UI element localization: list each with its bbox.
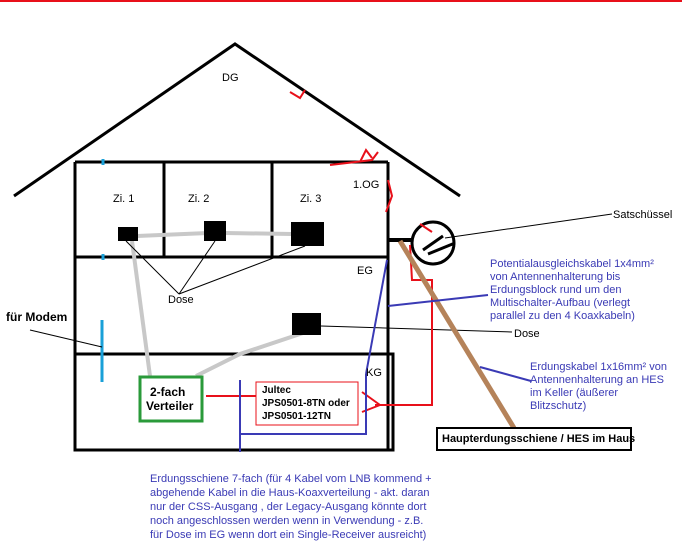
floor-label-og: 1.OG (353, 179, 380, 191)
room-label-zi3: Zi. 3 (300, 193, 322, 205)
jultec-box (255, 381, 359, 426)
room-label-zi2: Zi. 2 (188, 193, 210, 205)
dose-pointer-lines (125, 240, 513, 333)
potential-note-4: Multischalter-Aufbau (verlegt (490, 297, 631, 309)
basement-box (73, 352, 395, 452)
erdung-note-4: Blitzschutz) (530, 400, 587, 412)
schiene-note-3: nur der CSS-Ausgang , der Legacy-Ausgang… (150, 501, 427, 513)
erdung-note-2: Antennenhalterung an HES (530, 374, 664, 386)
hes-box (436, 427, 632, 451)
schiene-note-1: Erdungsschiene 7-fach (für 4 Kabel vom L… (150, 473, 432, 485)
potential-note-5: parallel zu den 4 Koaxkabeln) (490, 310, 635, 322)
schiene-note-4: noch angeschlossen werden wenn in Verwen… (150, 515, 424, 527)
satellite-dish (388, 213, 613, 266)
erdung-note-3: im Keller (äußerer (530, 387, 619, 399)
dose-eg (292, 313, 321, 335)
potential-note-1: Potentialausgleichskabel 1x4mm² (490, 258, 654, 270)
erdung-note-1: Erdungskabel 1x16mm² von (530, 361, 667, 373)
hes-label: Haupterdungsschiene / HES im Haus (442, 433, 636, 445)
grounding-cable-16mm (397, 239, 517, 430)
schiene-note-2: abgehende Kabel in die Haus-Koaxverteilu… (150, 487, 430, 499)
modem-label: für Modem (6, 310, 68, 324)
jultec-label-3: JPS0501-12TN (262, 411, 331, 422)
schiene-note-5: für Dose im EG wenn dort ein Single-Rece… (150, 529, 427, 541)
verteiler-label-1: 2-fach (150, 385, 186, 399)
dose-label-og: Dose (168, 294, 194, 306)
dose-zi1 (118, 227, 138, 241)
dose-label-eg: Dose (514, 328, 540, 340)
jultec-label-1: Jultec (262, 385, 291, 396)
red-lnb-cables (206, 89, 433, 413)
floor-label-kg: KG (366, 367, 382, 379)
floor-label-eg: EG (357, 265, 373, 277)
roof (13, 42, 461, 198)
satschuessel-label: Satschüssel (613, 209, 673, 221)
verteiler-box (138, 375, 204, 423)
room-label-zi1: Zi. 1 (113, 193, 135, 205)
modem-pointer (29, 329, 103, 348)
potential-note-3: Erdungsblock rund um den (490, 284, 622, 296)
verteiler-label-2: Verteiler (146, 399, 194, 413)
dose-zi3 (291, 222, 324, 246)
floor-label-dg: DG (222, 72, 239, 84)
potential-note-2: von Antennenhalterung bis (490, 271, 621, 283)
blue-ground-lines (239, 259, 532, 452)
jultec-label-2: JPS0501-8TN oder (262, 398, 350, 409)
dose-zi2 (204, 221, 226, 241)
coax-cables (130, 231, 307, 378)
